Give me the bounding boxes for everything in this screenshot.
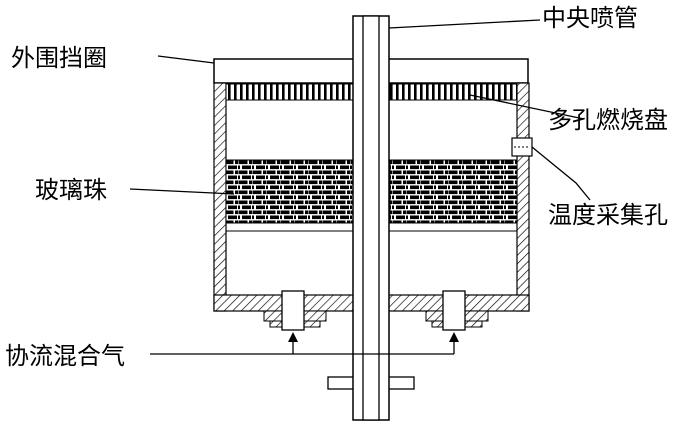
label-coflow-gas: 协流混合气 [5,342,125,370]
label-central-nozzle: 中央喷管 [542,4,638,32]
label-outer-ring: 外围挡圈 [11,44,107,72]
coflow-inlet-right [425,290,489,331]
porous-plate [225,83,518,101]
label-porous-plate: 多孔燃烧盘 [548,106,668,134]
coflow-inlet-left [263,290,327,331]
leader-lines [129,19,591,355]
flow-arrowheads [288,332,459,342]
temperature-port [511,137,533,157]
label-temperature-port: 温度采集孔 [548,201,668,229]
glass-bead-bed [225,159,518,224]
label-glass-beads: 玻璃珠 [35,176,107,204]
central-nozzle [327,15,415,421]
